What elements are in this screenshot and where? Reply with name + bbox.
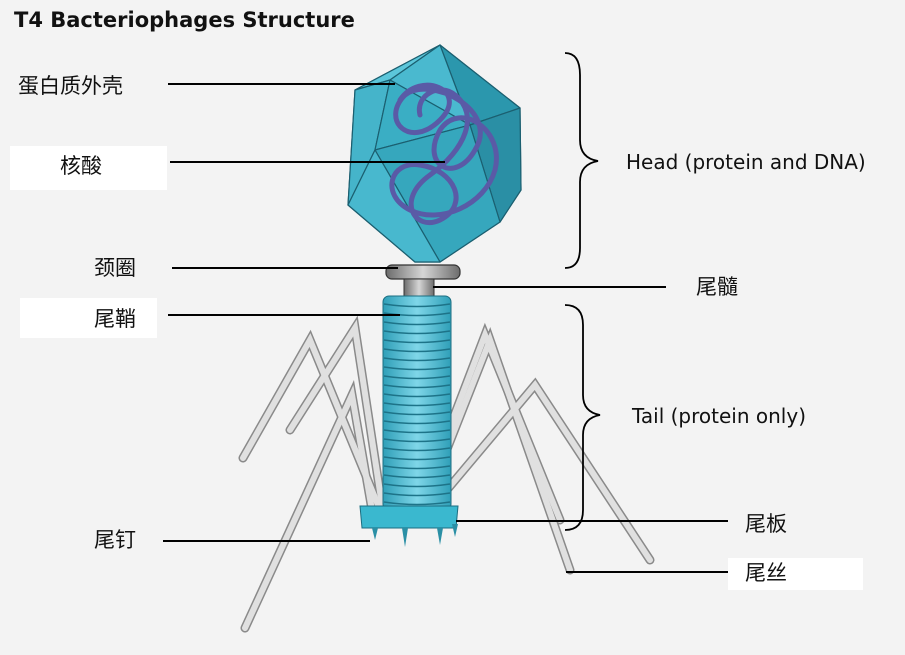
label-tail-core: 尾髓 [696,275,738,299]
sheath-ring [383,357,451,362]
label-tail-fibers: 尾丝 [745,561,787,585]
sheath-ring [383,339,451,344]
brace-head [564,52,599,269]
sheath-ring [383,402,451,407]
sheath-ring [383,312,451,317]
collar [385,264,461,298]
sheath-ring [383,474,451,479]
label-capsid: 蛋白质外壳 [18,74,123,98]
tail-sheath [382,295,452,511]
label-bg-tail-fibers [728,558,863,590]
label-collar: 颈圈 [94,256,136,280]
sheath-ring [383,411,451,416]
sheath-ring [383,348,451,353]
sheath-ring [383,303,451,308]
sheath-ring [383,465,451,470]
diagram-title: T4 Bacteriophages Structure [14,8,355,32]
sheath-ring [383,456,451,461]
label-tail-pins: 尾钉 [94,528,136,552]
sheath-ring [383,420,451,425]
sheath-ring [383,501,451,506]
label-tail-bracket: Tail (protein only) [632,404,806,428]
sheath-ring [383,330,451,335]
sheath-ring [383,393,451,398]
label-bg-tail-sheath [20,298,157,338]
label-nucleic-acid: 核酸 [60,154,102,178]
baseplate [359,505,459,547]
sheath-ring [383,366,451,371]
brace-tail [564,304,601,531]
leader-lines [163,83,728,573]
sheath-ring [383,483,451,488]
sheath-ring [383,429,451,434]
label-bg-nucleic-acid [10,146,167,190]
sheath-ring [383,375,451,380]
label-head-bracket: Head (protein and DNA) [626,150,866,174]
dna-strand [389,82,499,225]
sheath-ring [383,447,451,452]
sheath-ring [383,492,451,497]
sheath-ring [383,438,451,443]
sheath-ring [383,321,451,326]
label-baseplate: 尾板 [745,512,787,536]
label-tail-sheath: 尾鞘 [94,307,136,331]
sheath-ring [383,384,451,389]
